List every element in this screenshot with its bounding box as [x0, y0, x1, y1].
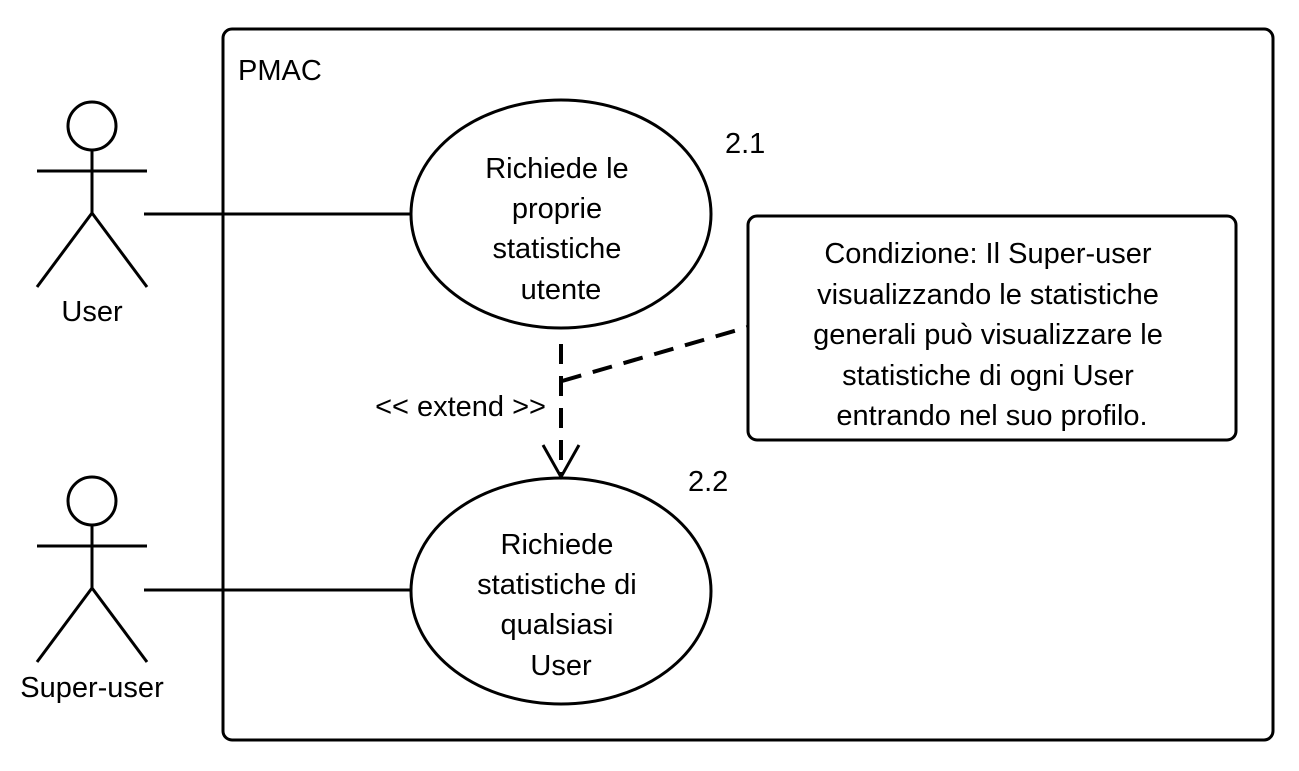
actor-user-head	[66, 100, 118, 152]
use-case-2-1-label: Richiede le proprie statistiche utente	[485, 153, 637, 306]
use-case-2-2-label: Richiede statistiche di qualsiasi User	[477, 529, 645, 682]
actor-user-label: User	[61, 296, 123, 328]
condition-note-text: Condizione: Il Super-user visualizzando …	[813, 238, 1171, 432]
extend-relationship: << extend >>	[375, 344, 581, 481]
actor-super-user-label: Super-user	[20, 672, 164, 704]
use-case-2-1-number: 2.1	[725, 128, 765, 160]
condition-note-line-5: entrando nel suo profilo.	[836, 400, 1147, 432]
use-case-2-2-line-1: Richiede	[501, 529, 614, 561]
use-case-2-1-line-4: utente	[521, 274, 602, 306]
actor-super-user-left-leg	[35, 587, 94, 663]
extend-arrowhead	[541, 444, 581, 481]
actor-user-right-leg	[90, 212, 149, 288]
use-case-2-2-line-4: User	[530, 650, 592, 682]
actor-super-user-right-leg	[90, 587, 149, 663]
use-case-2-1-line-2: proprie	[512, 193, 602, 225]
actor-super-user: Super-user	[20, 475, 164, 704]
note-connector	[561, 325, 749, 383]
condition-note-line-4: statistiche di ogni User	[842, 360, 1134, 392]
use-case-2-1-line-3: statistiche	[492, 233, 621, 265]
condition-note: Condizione: Il Super-user visualizzando …	[746, 214, 1238, 442]
use-case-2-1-ellipse	[409, 98, 713, 330]
extend-label: << extend >>	[375, 391, 546, 423]
actor-super-user-head	[66, 475, 118, 527]
use-case-2-2-line-2: statistiche di	[477, 569, 637, 601]
system-label: PMAC	[238, 55, 322, 87]
condition-note-line-2: visualizzando le statistiche	[817, 279, 1159, 311]
condition-note-line-1: Condizione: Il Super-user	[824, 238, 1152, 270]
use-case-2-1: Richiede le proprie statistiche utente 2…	[409, 98, 765, 330]
condition-note-line-3: generali può visualizzare le	[813, 319, 1163, 351]
actor-user-left-leg	[35, 212, 94, 288]
use-case-2-2: Richiede statistiche di qualsiasi User 2…	[409, 466, 728, 706]
condition-note-box	[746, 214, 1238, 442]
use-case-2-1-line-1: Richiede le	[485, 153, 628, 185]
use-case-2-2-number: 2.2	[688, 466, 728, 498]
actor-user: User	[35, 100, 149, 328]
use-case-2-2-line-3: qualsiasi	[501, 609, 614, 641]
